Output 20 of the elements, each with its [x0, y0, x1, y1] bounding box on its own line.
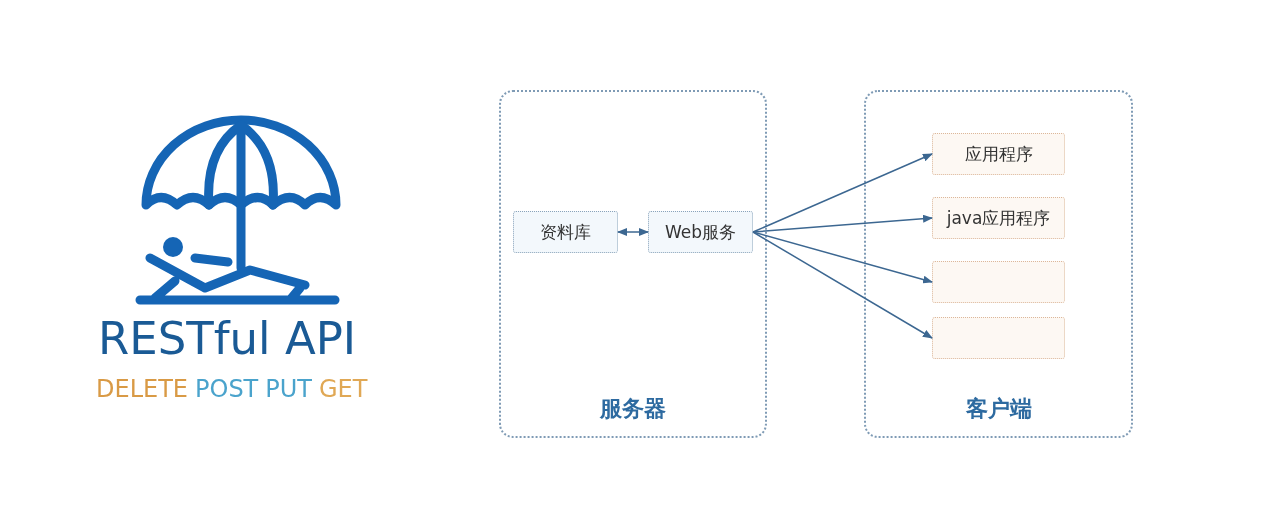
- method-label: PUT: [265, 375, 312, 403]
- arrow: [617, 228, 649, 236]
- process-box: 资料库: [513, 211, 618, 253]
- arrow: [752, 231, 933, 284]
- method-label: DELETE: [96, 375, 188, 403]
- method-label: POST: [195, 375, 259, 403]
- panel-heading: 客户端: [964, 395, 1033, 423]
- process-box: java应用程序: [932, 197, 1065, 239]
- group-panel: [499, 90, 767, 438]
- arrow: [752, 153, 933, 233]
- process-box: [932, 317, 1065, 359]
- process-box: 应用程序: [932, 133, 1065, 175]
- panel-heading: 服务器: [598, 395, 667, 423]
- process-box: [932, 261, 1065, 303]
- method-label: GET: [319, 375, 368, 403]
- group-panel: [864, 90, 1133, 438]
- arrow: [752, 214, 933, 233]
- title: RESTful API: [98, 312, 357, 365]
- process-box: Web服务: [648, 211, 753, 253]
- arrow: [752, 231, 933, 339]
